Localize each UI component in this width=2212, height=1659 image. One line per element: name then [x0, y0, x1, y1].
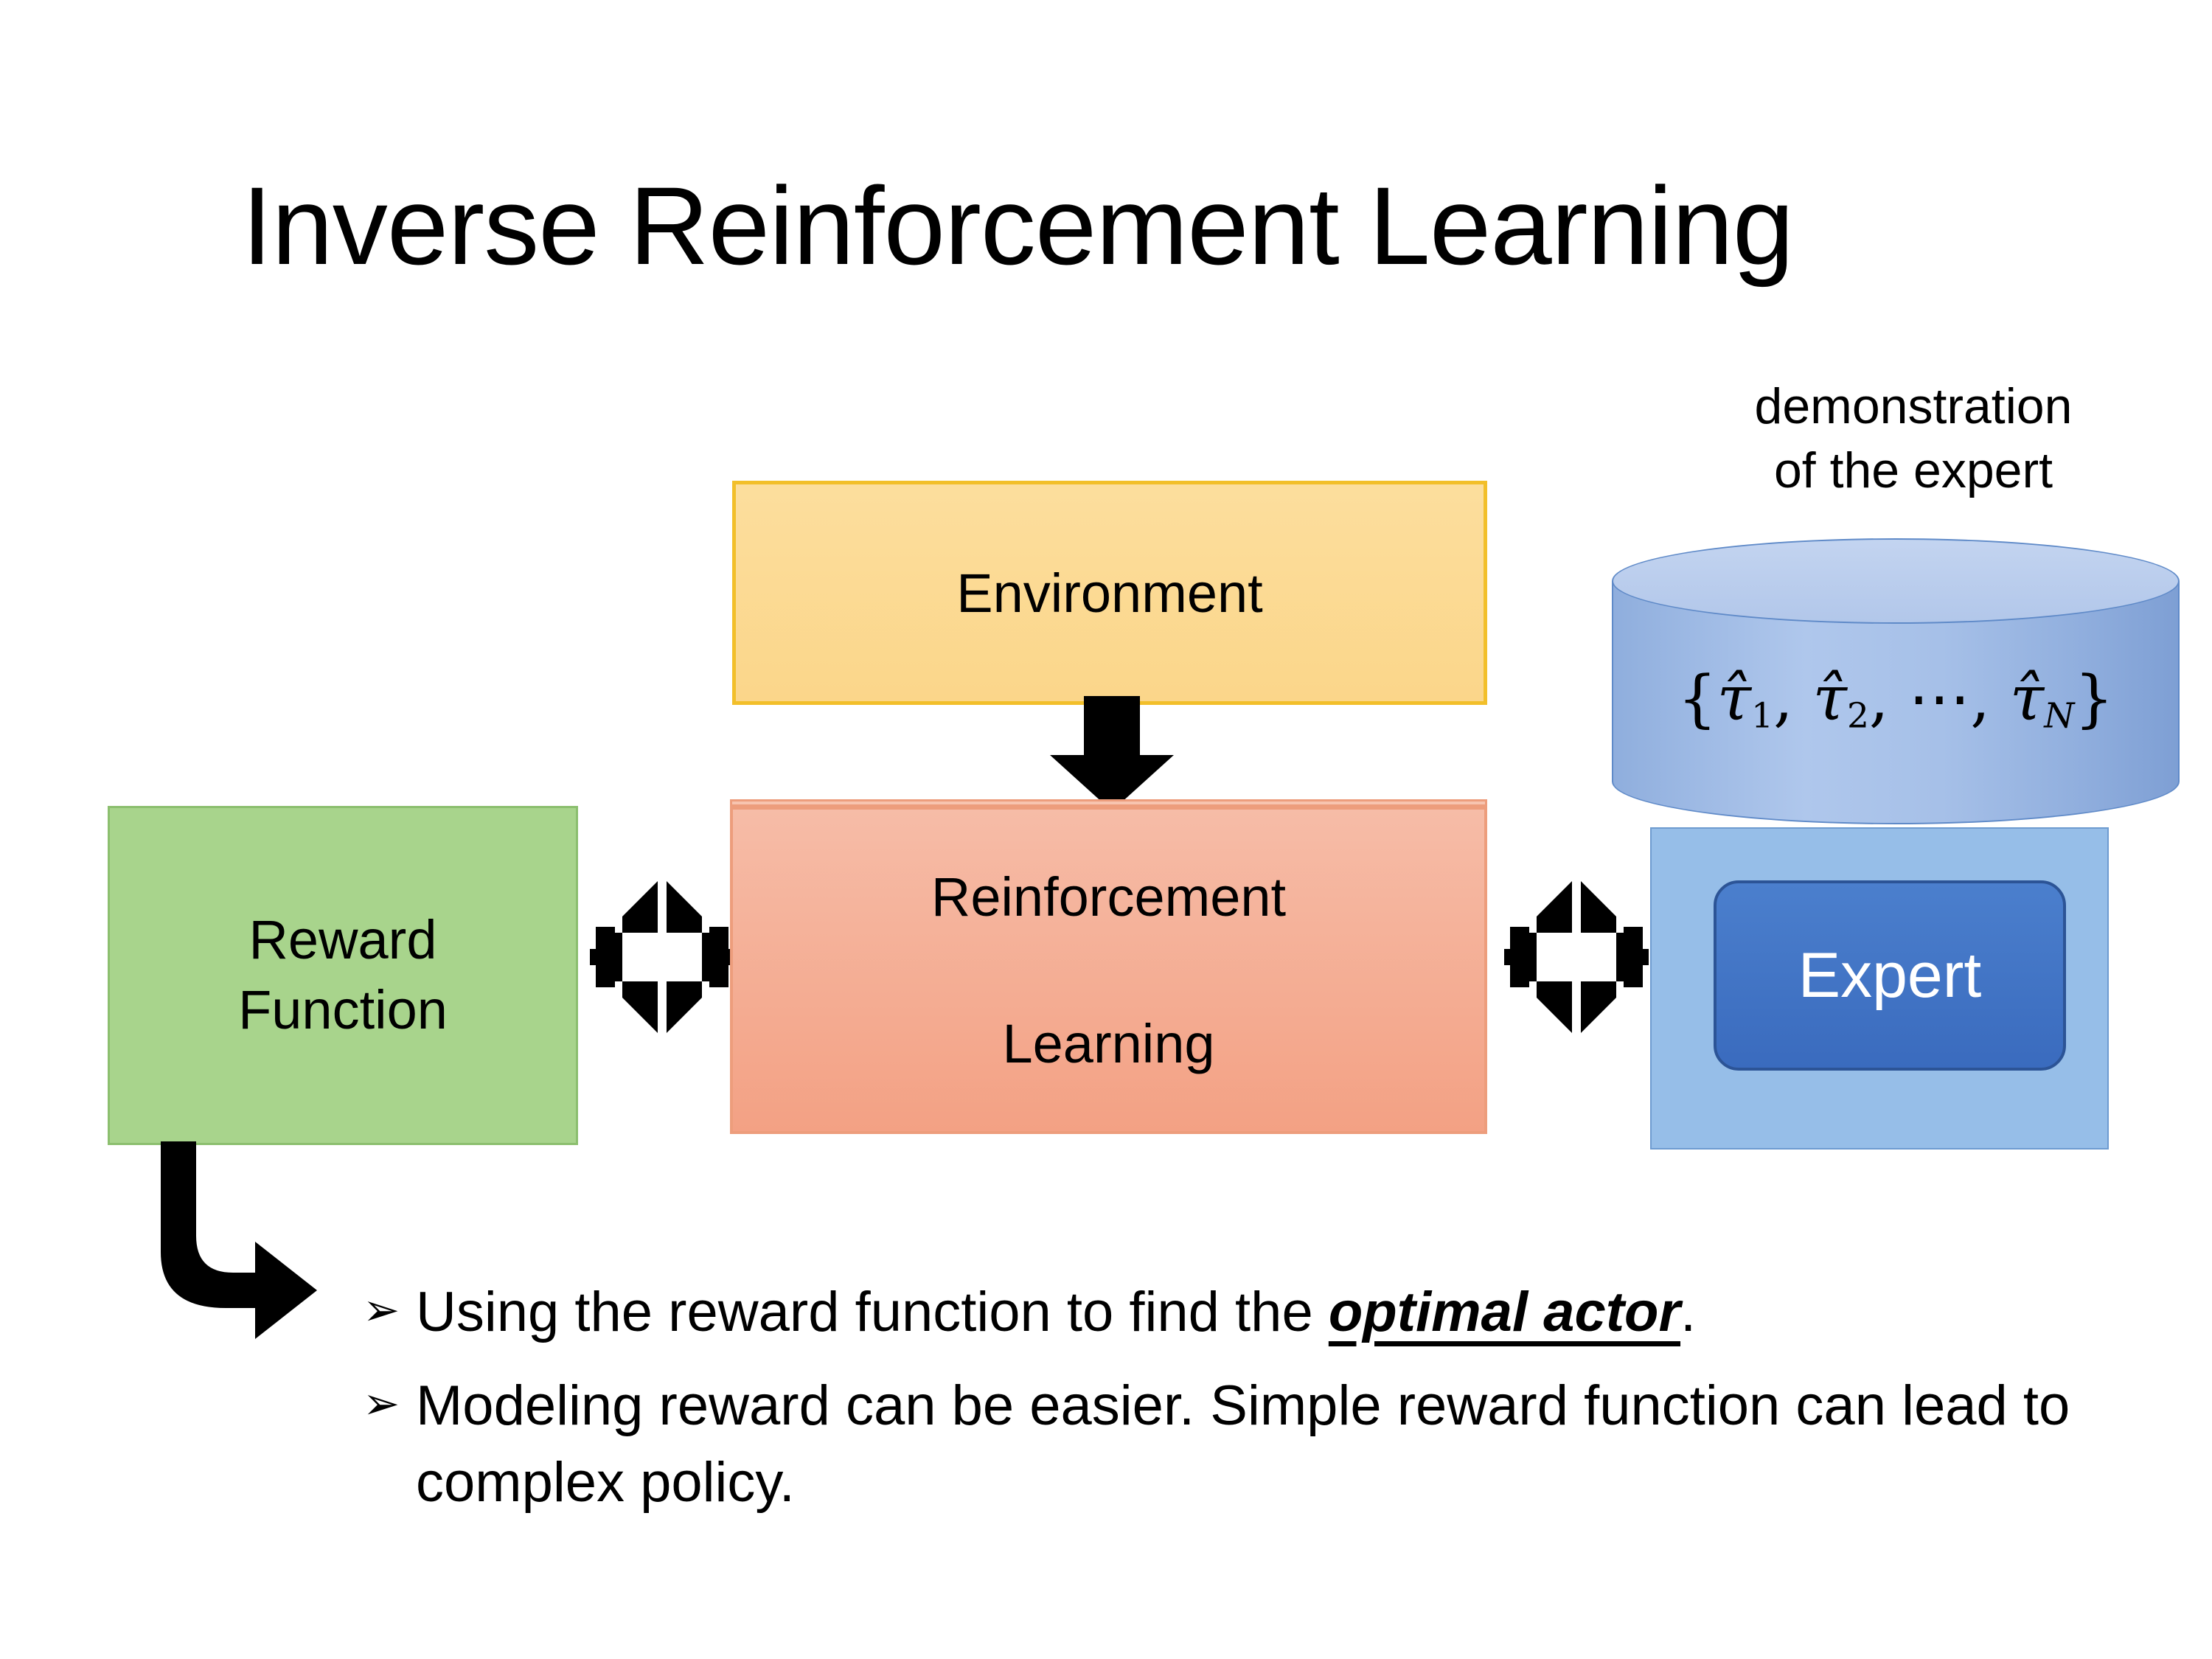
rl-expert-link-arrow [1504, 881, 1649, 1033]
reinforcement-learning-box[interactable]: Reinforcement Learning [730, 799, 1487, 1134]
reward-function-line1: Reward [248, 909, 437, 971]
bullet-arrow-icon: ➢ [363, 1379, 400, 1429]
comma-1: , [1773, 662, 1793, 734]
tau-hat-1-sub: 1 [1751, 695, 1774, 737]
brace-open: { [1677, 662, 1717, 734]
demonstration-caption-line1: demonstration [1754, 378, 2073, 434]
ellipsis-dots: ⋯ [1908, 662, 1971, 734]
reward-function-line2: Function [238, 979, 448, 1040]
tau-hat-1: τ̂ [1717, 662, 1752, 734]
bullet-1-text: Using the reward function to find the op… [416, 1274, 2118, 1350]
list-item: ➢ Using the reward function to find the … [363, 1274, 2118, 1350]
page-title: Inverse Reinforcement Learning [241, 164, 1795, 288]
expert-button[interactable]: Expert [1714, 880, 2066, 1071]
brace-close: } [2074, 662, 2114, 734]
rl-line2: Learning [1002, 1012, 1215, 1074]
bullet-1-emphasis: optimal actor [1328, 1281, 1681, 1343]
tau-hat-2: τ̂ [1812, 662, 1847, 734]
demonstration-cylinder[interactable]: {τ̂1, τ̂2, ⋯, τ̂N} [1612, 538, 2180, 836]
bullet-list: ➢ Using the reward function to find the … [363, 1274, 2118, 1538]
tau-hat-n-sub: N [2044, 695, 2075, 737]
reinforcement-learning-box-label: Reinforcement Learning [931, 860, 1286, 1079]
comma-2: , [1868, 662, 1889, 734]
reward-to-bullets-elbow-arrow [146, 1141, 406, 1363]
bullet-2-text: Modeling reward can be easier. Simple re… [416, 1374, 2070, 1514]
environment-box[interactable]: Environment [732, 481, 1487, 705]
tau-hat-n: τ̂ [2009, 662, 2045, 734]
bullet-arrow-icon: ➢ [363, 1285, 400, 1335]
demonstration-caption: demonstration of the expert [1633, 375, 2194, 503]
environment-to-rl-arrow [1050, 696, 1174, 811]
cylinder-trajectory-set-label: {τ̂1, τ̂2, ⋯, τ̂N} [1612, 662, 2180, 736]
list-item: ➢ Modeling reward can be easier. Simple … [363, 1368, 2118, 1520]
demonstration-caption-line2: of the expert [1773, 442, 2053, 499]
reward-rl-link-arrow [590, 881, 734, 1033]
comma-3: , [1970, 662, 1990, 734]
tau-hat-2-sub: 2 [1846, 695, 1869, 737]
reward-function-box[interactable]: Reward Function [108, 806, 578, 1145]
cylinder-top-ellipse [1612, 538, 2180, 624]
environment-box-label: Environment [956, 562, 1263, 624]
rl-line1: Reinforcement [931, 866, 1287, 928]
expert-button-label: Expert [1798, 939, 1982, 1011]
reward-function-box-label: Reward Function [238, 905, 448, 1045]
bullet-1-text-before: Using the reward function to find the [416, 1281, 1329, 1343]
bullet-1-text-after: . [1680, 1281, 1697, 1343]
